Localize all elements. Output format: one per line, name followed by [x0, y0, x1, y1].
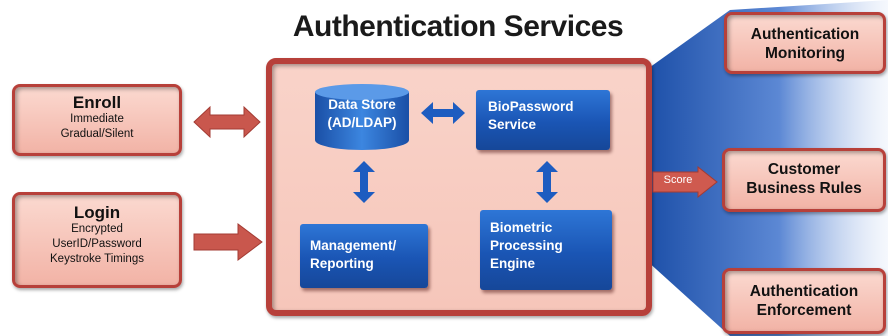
data-store-label: Data Store (AD/LDAP) [313, 96, 411, 132]
monitoring-line2: Monitoring [764, 45, 846, 62]
biometric-line3: Engine [490, 256, 536, 271]
data-store-line1: Data Store [328, 97, 396, 112]
biometric-line2: Processing [490, 238, 563, 253]
login-line3: Keystroke Timings [50, 253, 144, 265]
biometric-engine-box: Biometric Processing Engine [480, 210, 612, 290]
datastore-management-arrow [353, 161, 375, 203]
business-rules-line2: Business Rules [746, 180, 862, 197]
business-rules-line1: Customer [767, 161, 841, 178]
score-label: Score [663, 174, 693, 186]
biopassword-line2: Service [488, 117, 537, 132]
biopassword-line1: BioPassword [488, 99, 574, 114]
score-arrow [652, 166, 718, 198]
biopassword-service-box: BioPassword Service [476, 90, 610, 150]
page-title: Authentication Services [292, 10, 624, 43]
data-store-cylinder [315, 84, 409, 150]
enforcement-line2: Enforcement [756, 302, 852, 319]
authentication-enforcement-box: Authentication Enforcement [722, 268, 886, 334]
datastore-biopassword-arrow [421, 102, 465, 124]
enroll-box: Enroll Immediate Gradual/Silent [12, 84, 182, 156]
biometric-line1: Biometric [490, 220, 553, 235]
monitoring-line1: Authentication [750, 26, 860, 43]
data-store-line2: (AD/LDAP) [327, 115, 397, 130]
login-line1: Encrypted [71, 223, 123, 235]
management-reporting-box: Management/ Reporting [300, 224, 428, 288]
login-title: Login [73, 203, 121, 222]
enroll-line1: Immediate [70, 113, 124, 125]
login-arrow [193, 223, 263, 261]
management-line2: Reporting [310, 256, 374, 271]
enroll-double-arrow [193, 105, 261, 139]
login-line2: UserID/Password [52, 238, 142, 250]
login-box: Login Encrypted UserID/Password Keystrok… [12, 192, 182, 288]
enroll-line2: Gradual/Silent [60, 128, 134, 140]
authentication-monitoring-box: Authentication Monitoring [724, 12, 886, 74]
biopassword-engine-arrow [536, 161, 558, 203]
customer-business-rules-box: Customer Business Rules [722, 148, 886, 212]
enforcement-line1: Authentication [749, 283, 859, 300]
management-line1: Management/ [310, 238, 397, 253]
enroll-title: Enroll [72, 93, 122, 112]
